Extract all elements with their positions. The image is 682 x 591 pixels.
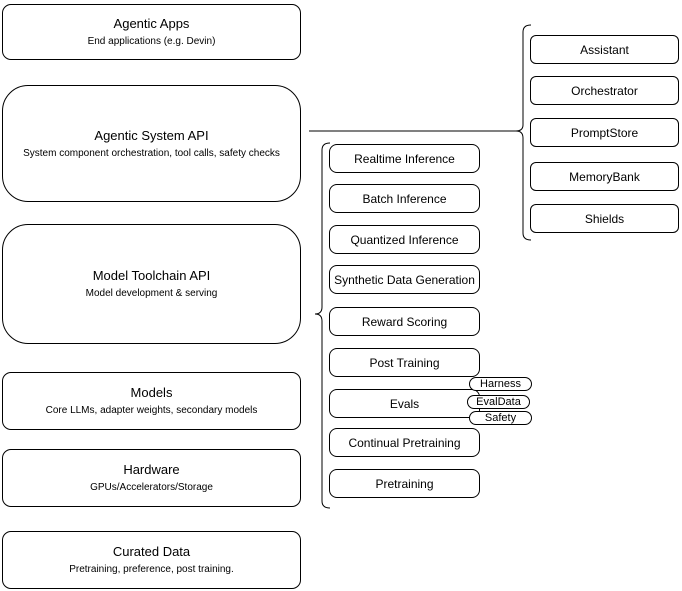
node-synthetic-data-generation: Synthetic Data Generation [329,265,480,294]
node-title: Hardware [123,462,180,477]
node-curated-data: Curated Data Pretraining, preference, po… [2,531,301,589]
node-memorybank: MemoryBank [530,162,679,191]
node-label: Realtime Inference [354,151,455,166]
node-quantized-inference: Quantized Inference [329,225,480,254]
pill-evaldata: EvalData [467,395,530,409]
node-label: PromptStore [570,125,639,140]
node-subtitle: End applications (e.g. Devin) [87,36,216,47]
node-title: Agentic Apps [113,16,190,31]
node-label: Reward Scoring [361,314,448,329]
node-models: Models Core LLMs, adapter weights, secon… [2,372,301,430]
node-title: Curated Data [112,544,191,559]
node-label: Quantized Inference [350,232,459,247]
pill-harness: Harness [469,377,532,391]
node-orchestrator: Orchestrator [530,76,679,105]
node-label: Batch Inference [362,191,447,206]
node-label: Orchestrator [571,83,638,98]
node-model-toolchain-api: Model Toolchain API Model development & … [2,224,301,344]
node-continual-pretraining: Continual Pretraining [329,428,480,457]
pill-label: EvalData [476,396,521,408]
node-shields: Shields [530,204,679,233]
node-subtitle: GPUs/Accelerators/Storage [90,482,213,493]
node-title: Agentic System API [94,127,209,143]
node-reward-scoring: Reward Scoring [329,307,480,336]
node-label: Shields [584,211,625,226]
node-hardware: Hardware GPUs/Accelerators/Storage [2,449,301,507]
node-realtime-inference: Realtime Inference [329,144,480,173]
node-promptstore: PromptStore [530,118,679,147]
node-assistant: Assistant [530,35,679,64]
system-components-group-brace [515,24,532,241]
node-label: Post Training [369,355,440,370]
node-pretraining: Pretraining [329,469,480,498]
pill-safety: Safety [469,411,532,425]
node-agentic-system-api: Agentic System API System component orch… [2,85,301,202]
node-subtitle: Core LLMs, adapter weights, secondary mo… [45,405,258,416]
node-title: Models [130,385,173,400]
node-post-training: Post Training [329,348,480,377]
node-evals: Evals [329,389,480,418]
node-title: Model Toolchain API [92,268,211,283]
node-label: Assistant [580,42,629,57]
node-label: Pretraining [375,476,434,491]
node-label: Evals [389,396,420,411]
node-agentic-apps: Agentic Apps End applications (e.g. Devi… [2,4,301,60]
toolchain-group-brace [314,142,331,509]
node-label: Synthetic Data Generation [334,272,475,287]
pill-label: Harness [480,378,521,390]
node-subtitle: System component orchestration, tool cal… [23,147,280,159]
node-label: MemoryBank [569,169,640,184]
node-label: Continual Pretraining [348,435,461,450]
node-batch-inference: Batch Inference [329,184,480,213]
node-subtitle: Pretraining, preference, post training. [69,564,234,575]
node-subtitle: Model development & serving [85,288,218,299]
pill-label: Safety [484,412,517,424]
